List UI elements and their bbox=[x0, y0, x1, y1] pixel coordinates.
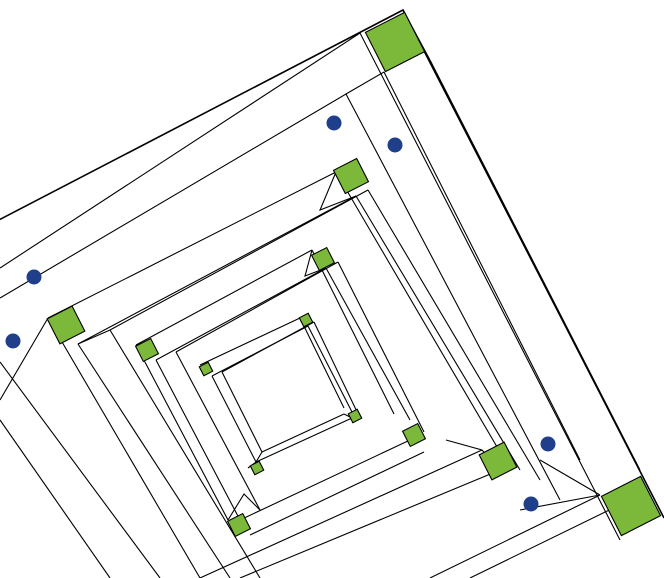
corner-cube-frame4-bottom-face bbox=[249, 460, 265, 476]
corner-cube-frame3-left bbox=[134, 337, 160, 363]
corner-cube-frame2-right-face bbox=[478, 441, 518, 481]
corner-cube-frame2-left-face bbox=[46, 305, 86, 345]
corner-cube-outer-bottom-face bbox=[600, 475, 662, 537]
marker-dot-left-lower bbox=[5, 333, 21, 349]
frame-1-left-b bbox=[0, 419, 111, 578]
corner-cubes bbox=[46, 11, 662, 538]
corner-cube-frame4-top bbox=[298, 312, 314, 328]
corner-cube-frame2-right bbox=[478, 441, 518, 481]
frame-2-right-a bbox=[355, 195, 521, 471]
corner-cube-frame3-bottom bbox=[226, 512, 252, 538]
frame-2-right-c bbox=[335, 171, 501, 453]
frame-1-br-bevel bbox=[539, 459, 601, 496]
frame-2-top-a bbox=[47, 171, 337, 319]
frame-4-right-c bbox=[299, 317, 345, 409]
frame-2-top-bevel bbox=[318, 171, 357, 211]
frame-3-bl-bevel bbox=[227, 493, 261, 521]
corner-cube-outer-top bbox=[364, 11, 426, 73]
corner-cube-frame4-top-face bbox=[298, 312, 314, 328]
corner-cube-frame4-left-face bbox=[198, 361, 214, 377]
corner-cube-frame4-right-face bbox=[347, 408, 363, 424]
corner-cube-frame3-top bbox=[310, 246, 336, 272]
frame-4-left-b bbox=[221, 371, 263, 453]
corner-cube-frame4-bottom bbox=[249, 460, 265, 476]
frame-1-bottom-b bbox=[429, 494, 601, 578]
frame-2-top-b bbox=[77, 195, 357, 345]
frame-3-right-c bbox=[311, 249, 395, 415]
frame-3-left-b bbox=[175, 351, 261, 511]
frame-3-bottom-b bbox=[249, 451, 425, 536]
frame-2-top-c bbox=[109, 189, 369, 331]
corner-cube-frame2-left bbox=[46, 305, 86, 345]
frame-1-line-b bbox=[0, 93, 561, 501]
frame-4-right-b bbox=[313, 321, 361, 419]
frame-4-top-a bbox=[199, 317, 301, 366]
frame-2-left-a bbox=[77, 343, 231, 578]
frame-4-bottom-a bbox=[255, 417, 353, 463]
frame-2-bottom-a bbox=[199, 449, 483, 578]
frame-3-left-a bbox=[155, 359, 241, 521]
marker-dot-top-left bbox=[326, 115, 342, 131]
corner-cube-frame4-left bbox=[198, 361, 214, 377]
marker-dots bbox=[5, 115, 556, 512]
corner-cube-frame3-right bbox=[401, 422, 427, 448]
frame-3-bottom-a bbox=[239, 439, 411, 521]
frame-2-bottom-b bbox=[239, 469, 501, 578]
frame-1-right-inner2 bbox=[383, 71, 581, 461]
frame-4-top-c bbox=[221, 321, 315, 373]
frame-1-right-inner bbox=[429, 59, 641, 471]
frame-3-top-a bbox=[135, 249, 313, 346]
frame-2-right-b bbox=[367, 189, 541, 481]
corner-cube-frame3-left-face bbox=[134, 337, 160, 363]
marker-dot-top-right bbox=[387, 137, 403, 153]
frame-lines bbox=[0, 8, 664, 578]
frame-4-left-a bbox=[211, 375, 257, 463]
frame-2-left-c bbox=[47, 317, 201, 578]
frame-3-top-c bbox=[175, 261, 339, 353]
frame-1-corner-top bbox=[345, 71, 385, 95]
frame-1-left-a bbox=[0, 361, 161, 578]
corner-cube-frame3-right-face bbox=[401, 422, 427, 448]
marker-dot-left-upper bbox=[26, 269, 42, 285]
frame-1-line-a bbox=[0, 32, 621, 541]
frame-1-left-inner bbox=[0, 317, 49, 401]
corner-cube-frame3-bottom-face bbox=[226, 512, 252, 538]
corner-cube-frame2-top bbox=[332, 157, 370, 195]
corner-cube-frame3-top-face bbox=[310, 246, 336, 272]
frame-3-top-b bbox=[155, 267, 327, 361]
marker-dot-right-upper bbox=[540, 436, 556, 452]
corner-cube-outer-top-face bbox=[364, 11, 426, 73]
frame-3-right-b bbox=[337, 261, 425, 433]
frame-3-right-a bbox=[325, 267, 411, 421]
corner-cube-frame2-top-face bbox=[332, 157, 370, 195]
frame-4-bottom-b bbox=[261, 413, 345, 453]
frame-2-tl-bevel bbox=[77, 329, 111, 345]
corner-cube-outer-bottom bbox=[600, 475, 662, 537]
marker-dot-right-lower bbox=[523, 496, 539, 512]
frame-4-right-a bbox=[307, 325, 353, 413]
frame-3-left-c bbox=[135, 344, 229, 521]
corner-cube-frame4-right bbox=[347, 408, 363, 424]
